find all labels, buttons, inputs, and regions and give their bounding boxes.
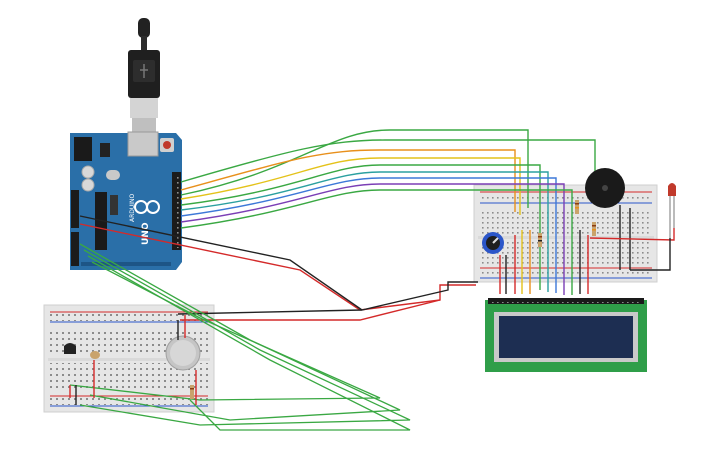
potentiometer-icon[interactable] <box>482 232 504 254</box>
temperature-sensor-icon[interactable] <box>64 343 76 354</box>
arduino-uno-board-icon[interactable]: ARDUINO UNO <box>70 131 182 270</box>
resistor-icon <box>190 385 194 399</box>
arduino-model-label: UNO <box>141 222 151 245</box>
lcd-16x2-display-icon <box>485 298 647 372</box>
resistor-icon <box>592 222 596 236</box>
sensor-wires <box>69 243 411 431</box>
resistor-icon <box>575 200 579 214</box>
power-wires <box>79 205 631 321</box>
piezo-buzzer-icon[interactable] <box>585 168 625 208</box>
arduino-logo-label: ARDUINO <box>129 193 136 222</box>
gas-sensor-icon[interactable] <box>165 335 201 371</box>
red-led-icon[interactable] <box>589 183 676 271</box>
breadboard-bottom-jumpers <box>69 315 197 405</box>
arduino-signal-wires <box>180 129 596 295</box>
breadboard-top-jumpers <box>499 230 589 294</box>
photoresistor-icon[interactable] <box>90 351 100 359</box>
breadboard-top <box>473 184 658 283</box>
usb-cable-icon <box>128 18 160 140</box>
arduino-logo-icon <box>134 200 160 214</box>
resistor-icon <box>538 233 542 247</box>
